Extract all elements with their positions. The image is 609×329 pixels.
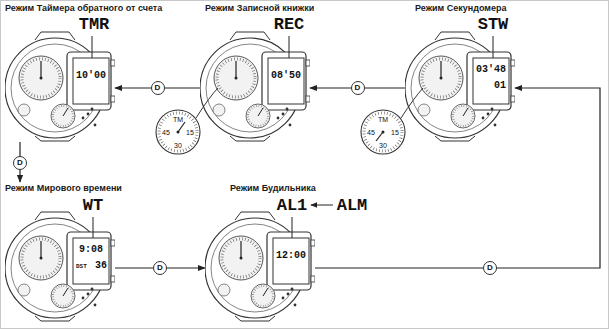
mode-title: Режим Будильника	[230, 184, 316, 194]
mode-code: AL1	[277, 197, 308, 214]
watch-figure	[405, 32, 515, 141]
dial-number: 30	[379, 142, 387, 149]
mode-code: ALM	[337, 197, 368, 214]
mode-code: TMR	[79, 16, 110, 33]
mode-title: Режим Записной книжки	[205, 4, 314, 14]
dial-number: TM	[378, 116, 388, 123]
mode-code: STW	[478, 16, 509, 33]
watch-figure	[200, 32, 310, 141]
button-label: D	[351, 81, 365, 95]
mode-title: Режим Мирового времени	[5, 184, 122, 194]
watch-figure	[5, 32, 115, 141]
mode-title: Режим Таймера обратного от счета	[5, 4, 162, 14]
lcd-readout: 36	[89, 260, 107, 271]
dial-number: 45	[367, 129, 375, 136]
lcd-readout: 03'48	[473, 64, 509, 75]
leader-line	[92, 36, 493, 238]
mode-code: WT	[83, 197, 103, 214]
lcd-readout: DST	[76, 264, 90, 271]
lcd-readout: 08'50	[268, 70, 304, 81]
mode-title: Режим Секундомера	[415, 4, 506, 14]
watch-figure	[205, 212, 315, 321]
lcd-readout: 12:00	[273, 250, 309, 261]
dial-callout	[361, 88, 423, 154]
dial-number: TM	[173, 116, 183, 123]
dial-number: 15	[391, 129, 399, 136]
button-label: D	[151, 81, 165, 95]
dial-number: 15	[186, 129, 194, 136]
dial-callout	[156, 88, 218, 154]
button-label: D	[483, 261, 497, 275]
lcd-readout: 01	[473, 80, 506, 91]
lcd-readout: 10'00	[73, 70, 109, 81]
mode-arrow	[315, 88, 600, 268]
dial-number: 45	[162, 129, 170, 136]
dial-number: 30	[174, 142, 182, 149]
button-label: D	[153, 261, 167, 275]
watch-figure	[5, 212, 115, 321]
button-label: D	[13, 156, 27, 170]
mode-code: REC	[274, 16, 305, 33]
lcd-readout: 9:08	[73, 244, 109, 255]
